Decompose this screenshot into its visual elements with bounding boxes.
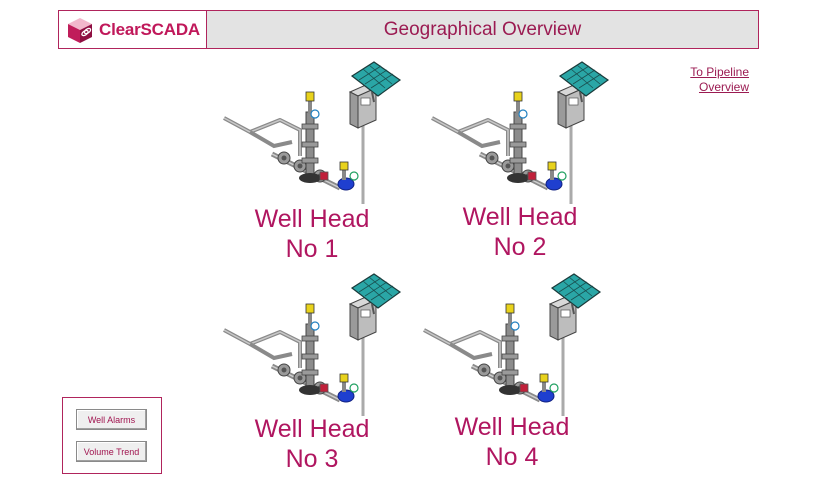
solar-panel-icon xyxy=(350,61,402,103)
header-bar: ClearSCADA Geographical Overview xyxy=(58,10,759,49)
pipeline-link-line1: To Pipeline xyxy=(690,65,749,79)
logo-cube-icon xyxy=(68,17,92,43)
wellhead-icon xyxy=(423,273,602,416)
well-label-3-line1: Well Head xyxy=(254,415,370,443)
well-label-3-line2: No 3 xyxy=(285,445,339,473)
pressure-gauge-icon xyxy=(513,91,528,119)
rtu-cabinet-icon xyxy=(548,295,578,341)
logo: ClearSCADA xyxy=(59,11,207,48)
well-label-1: Well Head No 1 xyxy=(222,204,402,264)
well-label-2: Well Head No 2 xyxy=(430,202,610,262)
well-label-2-line2: No 2 xyxy=(493,233,547,261)
wellhead-icon xyxy=(223,61,402,204)
solar-panel-icon xyxy=(550,273,602,315)
well-label-3: Well Head No 3 xyxy=(222,414,402,474)
well-head-3[interactable]: Well Head No 3 xyxy=(222,270,407,473)
button-panel: Well Alarms Volume Trend xyxy=(62,397,162,474)
volume-trend-button[interactable]: Volume Trend xyxy=(76,441,147,462)
wellhead-icon xyxy=(431,61,610,204)
well-label-4: Well Head No 4 xyxy=(422,412,602,472)
pressure-gauge-icon xyxy=(305,303,320,331)
well-label-4-line2: No 4 xyxy=(485,443,539,471)
well-head-2[interactable]: Well Head No 2 xyxy=(430,58,615,261)
pressure-gauge-icon xyxy=(505,303,520,331)
solar-panel-icon xyxy=(350,273,402,315)
pipeline-link-line2: Overview xyxy=(698,80,749,94)
well-label-2-line1: Well Head xyxy=(462,203,578,231)
rtu-cabinet-icon xyxy=(348,83,378,129)
well-head-4[interactable]: Well Head No 4 xyxy=(422,270,607,472)
pressure-gauge-icon xyxy=(305,91,320,119)
logo-text: ClearSCADA xyxy=(99,19,200,39)
solar-panel-icon xyxy=(558,61,610,103)
well-alarms-button[interactable]: Well Alarms xyxy=(76,409,147,430)
well-label-4-line1: Well Head xyxy=(454,413,570,441)
well-label-1-line1: Well Head xyxy=(254,205,370,233)
page-title: Geographical Overview xyxy=(207,11,758,48)
well-head-1[interactable]: Well Head No 1 xyxy=(222,58,407,263)
to-pipeline-overview-link[interactable]: To Pipeline Overview xyxy=(672,65,749,95)
well-label-1-line2: No 1 xyxy=(285,235,339,263)
wellhead-icon xyxy=(223,273,402,416)
